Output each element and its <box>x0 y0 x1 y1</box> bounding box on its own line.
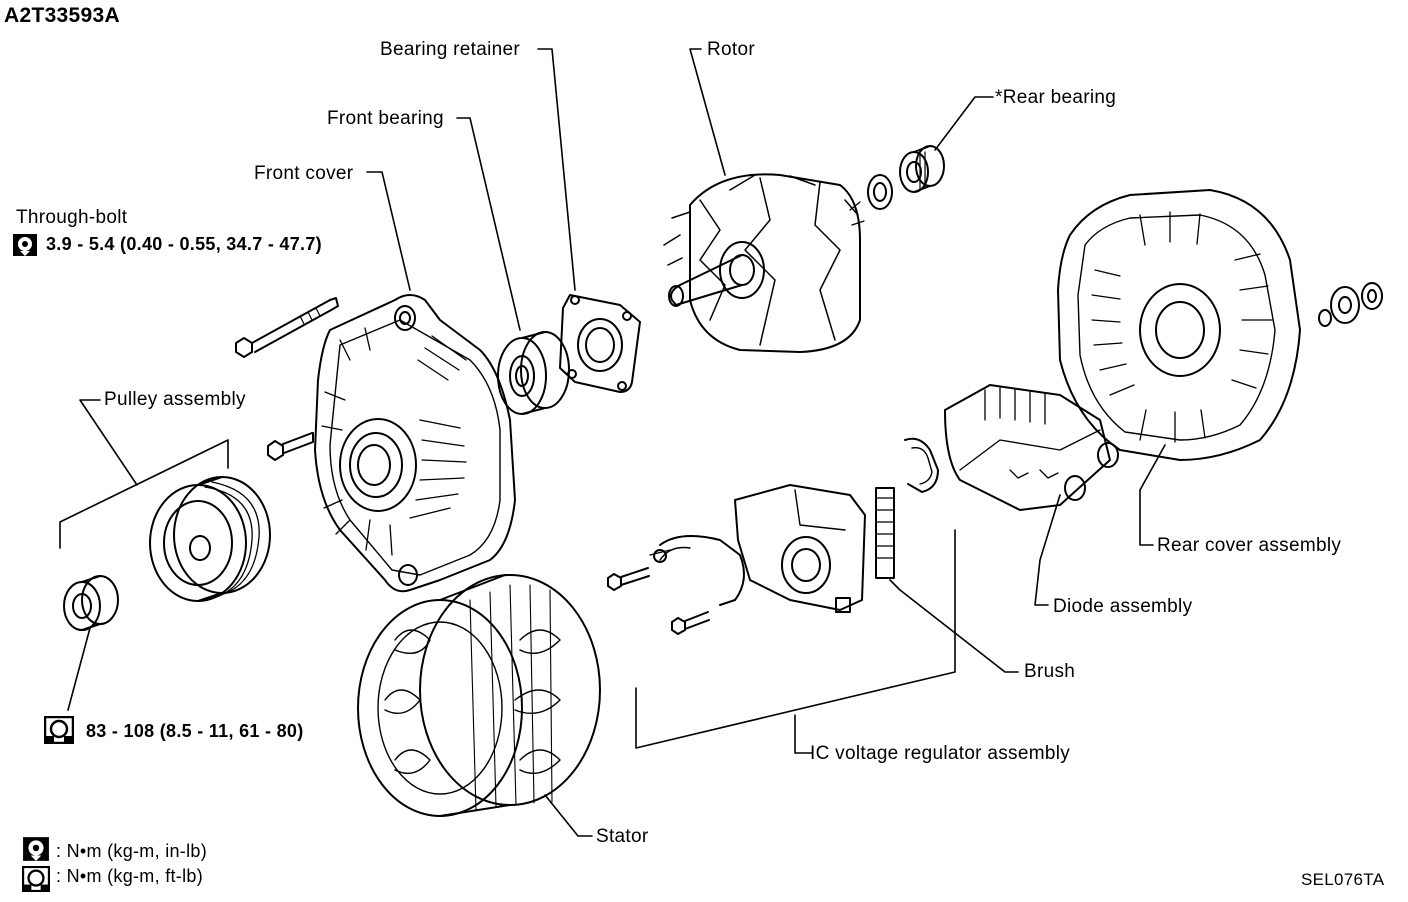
front-cover-bolt-part <box>267 432 314 461</box>
label-front-bearing: Front bearing <box>327 108 444 129</box>
label-stator: Stator <box>596 826 649 847</box>
label-through-bolt: Through-bolt <box>16 207 128 228</box>
ic-regulator-part <box>649 484 866 613</box>
stator-part <box>357 574 601 817</box>
torque-wrench-outline-icon <box>44 716 74 744</box>
rear-bearing-part <box>867 145 945 210</box>
snap-ring-part <box>904 437 939 493</box>
legend-torque-wrench-icon <box>23 837 49 861</box>
label-rear-cover-assembly: Rear cover assembly <box>1157 535 1342 556</box>
label-ic-voltage-regulator: IC voltage regulator assembly <box>810 743 1071 764</box>
label-bearing-retainer: Bearing retainer <box>380 39 520 60</box>
torque-through-bolt: 3.9 - 5.4 (0.40 - 0.55, 34.7 - 47.7) <box>46 234 322 254</box>
front-cover-part <box>314 294 516 593</box>
legend-torque-wrench-outline-icon <box>22 866 50 892</box>
pulley-nut-part <box>63 575 119 631</box>
label-front-cover: Front cover <box>254 163 354 184</box>
bearing-retainer-part <box>559 294 641 393</box>
diagram-id: A2T33593A <box>4 4 120 27</box>
legend-in-lb: : N•m (kg-m, in-lb) <box>56 841 208 861</box>
label-rear-bearing: *Rear bearing <box>995 87 1117 108</box>
label-pulley-assembly: Pulley assembly <box>104 389 246 410</box>
label-diode-assembly: Diode assembly <box>1053 596 1193 617</box>
label-brush: Brush <box>1024 661 1076 682</box>
regulator-bolts-part <box>607 567 710 635</box>
figure-code: SEL076TA <box>1301 870 1385 889</box>
legend-ft-lb: : N•m (kg-m, ft-lb) <box>56 866 203 886</box>
front-bearing-part <box>497 331 570 415</box>
leader-lines <box>59 48 1166 837</box>
rotor-part <box>663 173 865 353</box>
pulley-part <box>149 476 271 602</box>
rear-cover-part <box>1057 189 1383 461</box>
torque-wrench-icon <box>13 234 37 256</box>
diode-assembly-part <box>944 384 1119 511</box>
through-bolt-part <box>235 297 339 358</box>
torque-pulley-nut: 83 - 108 (8.5 - 11, 61 - 80) <box>86 721 304 741</box>
brush-part <box>875 487 895 579</box>
label-rotor: Rotor <box>707 39 755 60</box>
